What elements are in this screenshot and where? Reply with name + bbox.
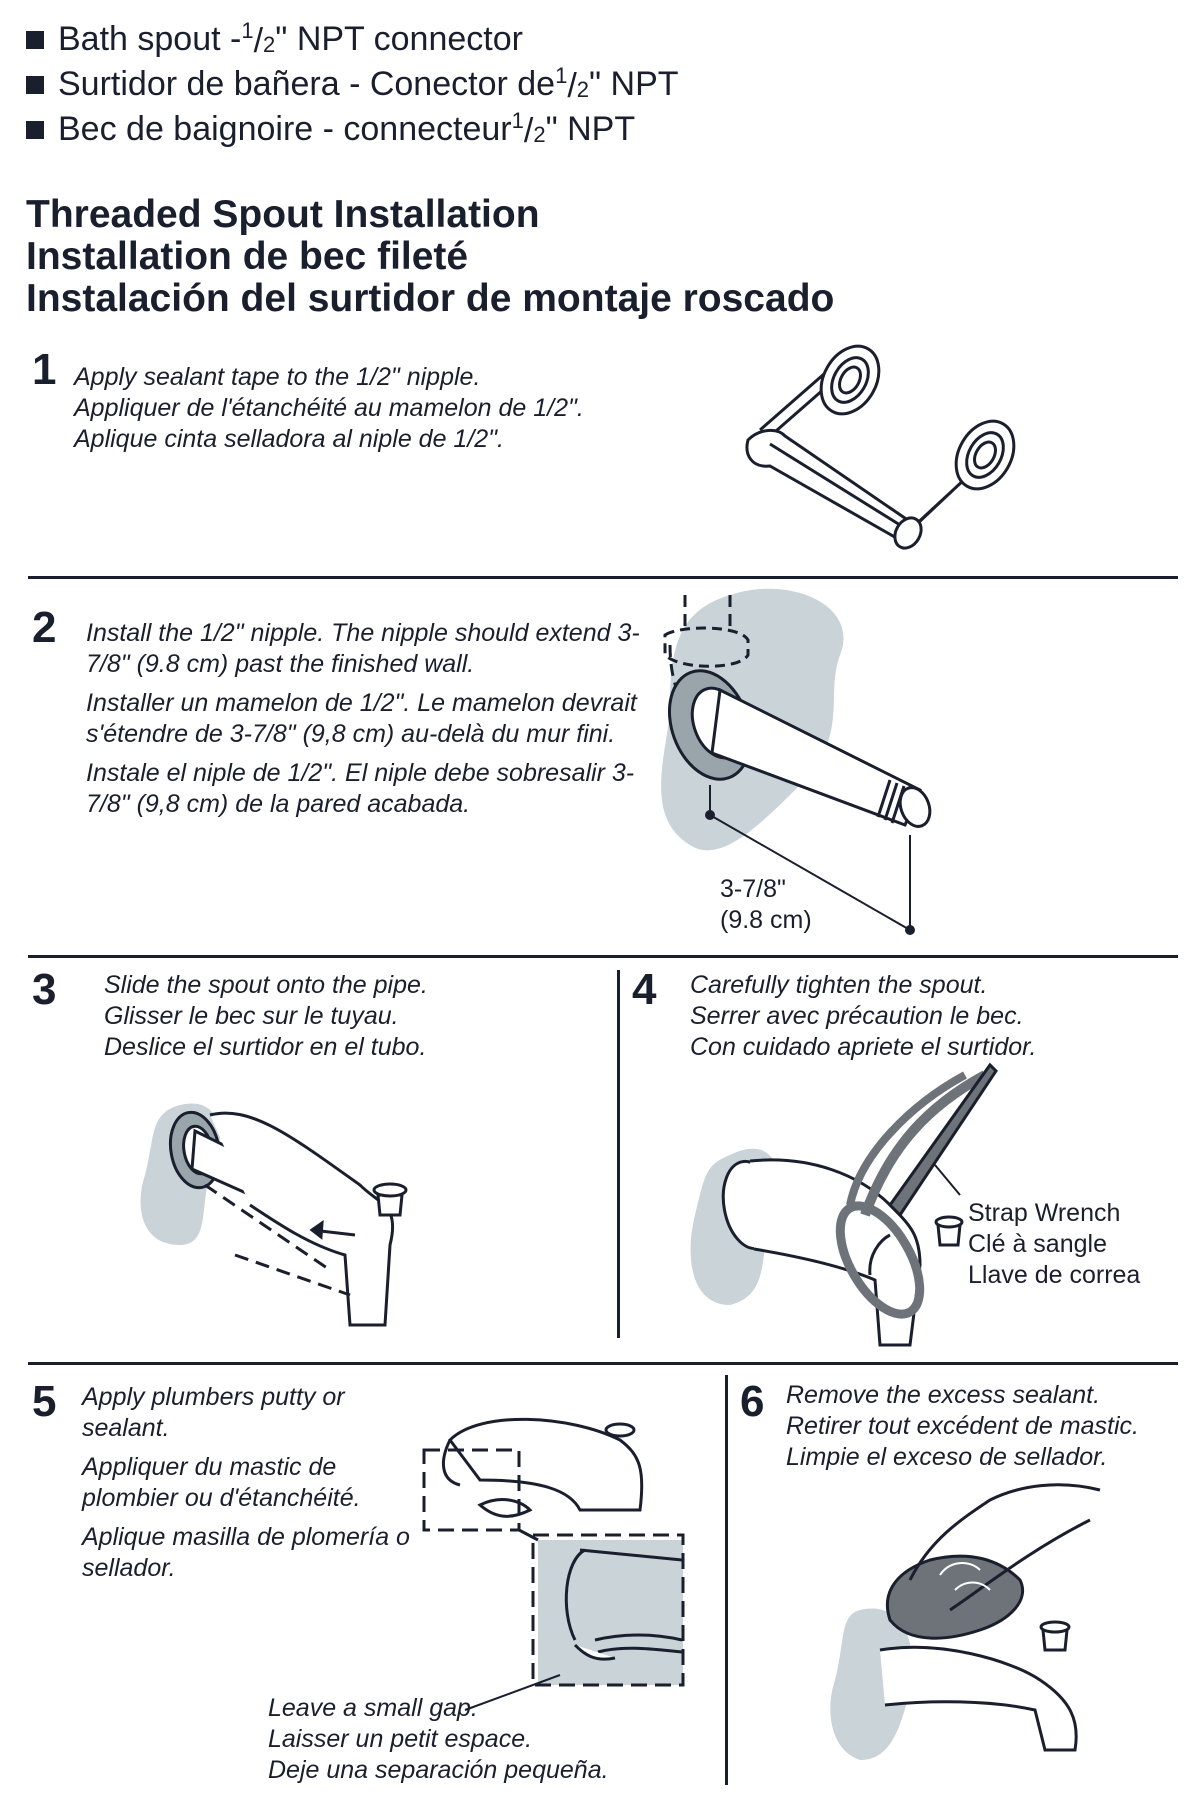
- small-gap-note: Leave a small gap. Laisser un petit espa…: [268, 1694, 609, 1784]
- divider-4: [28, 1362, 1178, 1365]
- step-1-text: Apply sealant tape to the 1/2" nipple. A…: [74, 363, 584, 453]
- heading-line-spanish: Instalación del surtidor de montaje rosc…: [26, 277, 835, 320]
- putty-application-illustration: [422, 1417, 685, 1711]
- step-3-number: 3: [32, 965, 57, 1014]
- wipe-sealant-illustration: [830, 1483, 1101, 1760]
- step-5-text: Apply plumbers putty or sealant. Appliqu…: [82, 1383, 410, 1582]
- step-6-text: Remove the excess sealant. Retirer tout …: [786, 1381, 1139, 1471]
- sealant-tape-illustration: [745, 344, 1016, 550]
- divider-1: [28, 576, 1178, 579]
- bullet-spanish: Surtidor de bañera - Conector de 1/2" NP…: [26, 63, 679, 106]
- heading-line-french: Installation de bec fileté: [26, 235, 469, 278]
- step-2-number: 2: [32, 603, 57, 652]
- step-1-number: 1: [32, 345, 57, 394]
- bullet-french: Bec de baignoire - connecteur 1/2" NPT: [26, 108, 635, 151]
- heading-line-english: Threaded Spout Installation: [26, 193, 540, 236]
- divider-5-6: [725, 1375, 728, 1785]
- bullet-square-icon: [26, 120, 44, 139]
- step-4-text: Carefully tighten the spout. Serrer avec…: [690, 971, 1037, 1061]
- strap-wrench-label: Strap Wrench Clé à sangle Llave de corre…: [968, 1199, 1141, 1289]
- nipple-installation-illustration: [661, 588, 932, 935]
- bullet-square-icon: [26, 75, 44, 94]
- step-5-number: 5: [32, 1377, 57, 1426]
- bullet-english: Bath spout - 1/2" NPT connector: [26, 18, 523, 61]
- divider-2: [28, 955, 1178, 958]
- step-6-number: 6: [740, 1377, 765, 1426]
- bullet-square-icon: [26, 30, 44, 49]
- step-4-number: 4: [632, 965, 657, 1014]
- divider-3-4: [617, 970, 620, 1338]
- step-3-text: Slide the spout onto the pipe. Glisser l…: [104, 971, 428, 1061]
- section-heading: Threaded Spout Installation Installation…: [26, 194, 834, 320]
- dimension-label: 3-7/8" (9.8 cm): [720, 875, 812, 934]
- step-2-text: Install the 1/2" nipple. The nipple shou…: [86, 619, 640, 818]
- strap-wrench-illustration: [690, 1062, 998, 1347]
- slide-spout-illustration: [140, 1103, 408, 1327]
